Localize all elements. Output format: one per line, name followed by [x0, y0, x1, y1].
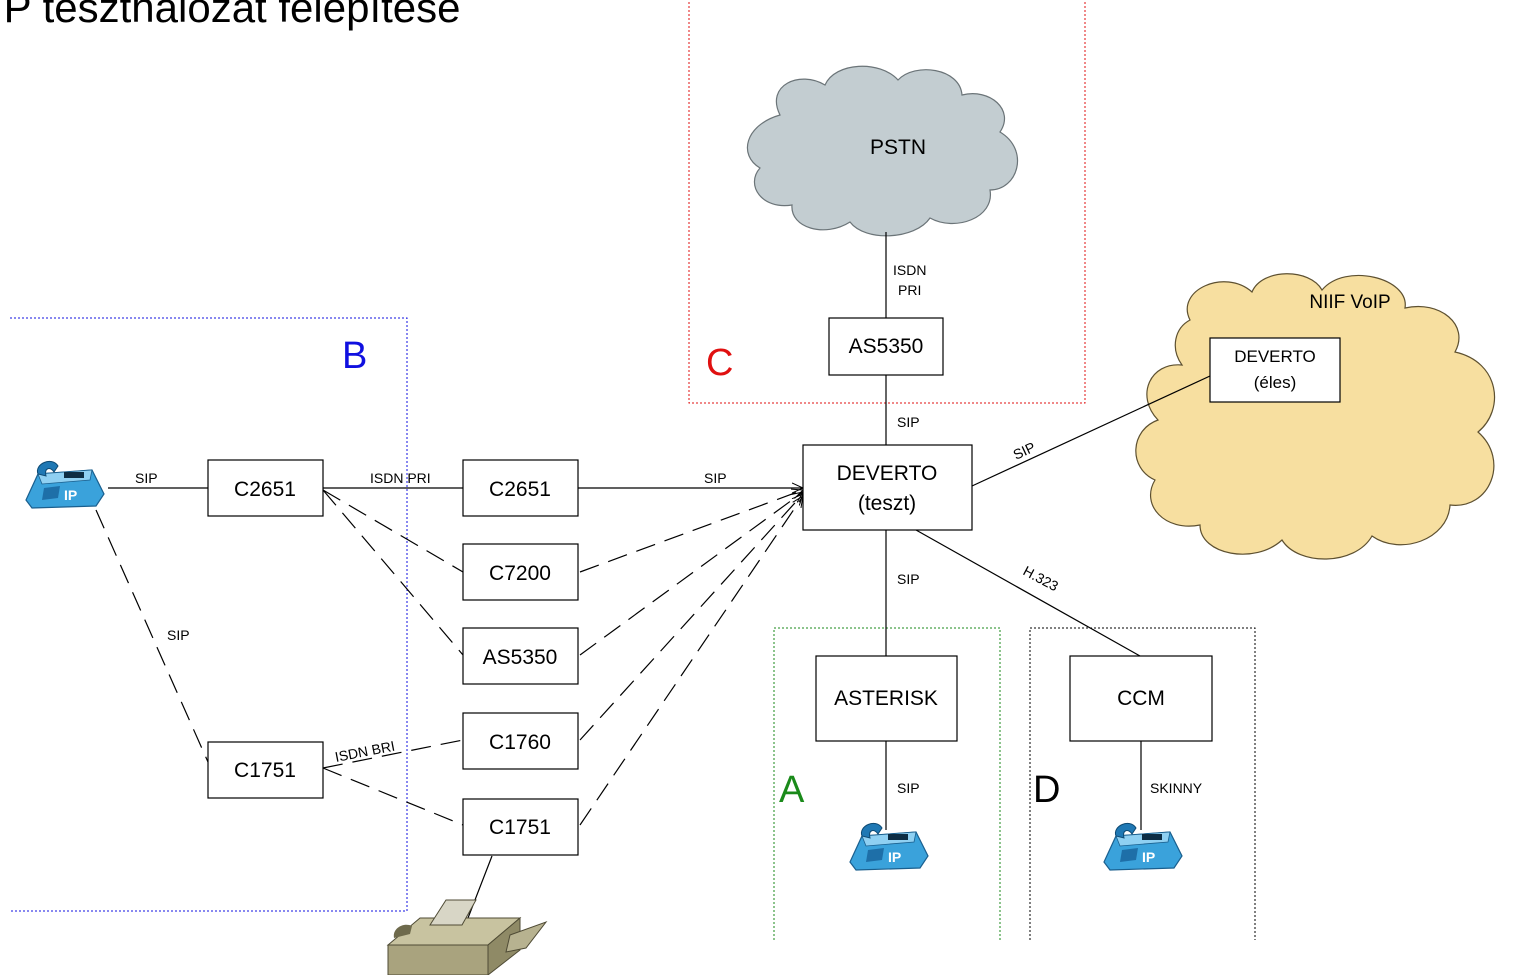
link-c7200-deverto	[579, 490, 803, 573]
pstn-label: PSTN	[870, 136, 926, 159]
node-c1751-mid: C1751	[462, 798, 579, 856]
svg-text:DEVERTO: DEVERTO	[837, 462, 938, 485]
node-ccm: CCM	[1069, 655, 1213, 742]
node-c1751-left: C1751	[207, 741, 324, 799]
label-isdn-bri: ISDN BRI	[334, 738, 397, 765]
svg-text:C7200: C7200	[489, 562, 551, 585]
node-as5350-top: AS5350	[828, 317, 944, 376]
fax-icon	[386, 899, 548, 975]
label-sip-as-deverto: SIP	[897, 414, 920, 430]
zone-a-border	[773, 627, 1001, 940]
link-phone-c1751	[95, 509, 209, 763]
niif-label: NIIF VoIP	[1309, 292, 1390, 313]
link-as5350-deverto-dashed	[579, 492, 803, 656]
label-isdn-pri-mid: ISDN PRI	[370, 470, 431, 486]
svg-text:AS5350: AS5350	[849, 335, 924, 358]
svg-text:CCM: CCM	[1117, 687, 1165, 710]
link-c1751-c1751	[322, 767, 464, 826]
label-isdn-pri-top-2: PRI	[898, 282, 921, 298]
svg-text:(éles): (éles)	[1254, 373, 1297, 392]
page-title: IP teszthálózat felépítése	[0, 0, 461, 31]
link-deverto-niif	[971, 375, 1211, 487]
label-skinny: SKINNY	[1150, 780, 1203, 796]
label-sip-phone-c1751: SIP	[167, 627, 190, 643]
label-h323: H.323	[1021, 563, 1062, 595]
pstn-cloud	[746, 65, 1018, 237]
svg-text:C1760: C1760	[489, 731, 551, 754]
ip-phone-icon	[849, 822, 929, 871]
zone-d-border	[1029, 627, 1256, 940]
node-c2651-left: C2651	[207, 459, 324, 517]
label-sip-phone-c2651: SIP	[135, 470, 158, 486]
ip-phone-icon	[1103, 822, 1183, 871]
node-as5350-mid: AS5350	[462, 627, 579, 685]
label-sip-deverto-asterisk: SIP	[897, 571, 920, 587]
node-deverto-live: DEVERTO (éles)	[1209, 337, 1341, 403]
svg-text:ASTERISK: ASTERISK	[834, 687, 938, 710]
niif-cloud	[1135, 273, 1496, 560]
ip-phone-icon	[25, 460, 105, 509]
node-asterisk: ASTERISK	[815, 655, 958, 742]
zone-b-border	[10, 317, 408, 912]
zone-d-label: D	[1033, 769, 1060, 811]
svg-text:(teszt): (teszt)	[858, 492, 916, 515]
link-c1751-deverto	[579, 496, 803, 826]
link-c1751-c1760	[322, 739, 464, 769]
svg-text:C1751: C1751	[234, 759, 296, 782]
link-c2651-as5350	[322, 489, 464, 656]
zone-a-label: A	[779, 769, 805, 811]
node-c7200: C7200	[462, 543, 579, 601]
label-sip-c2651-deverto: SIP	[704, 470, 727, 486]
node-deverto-test: DEVERTO (teszt)	[802, 444, 973, 531]
link-deverto-ccm	[915, 529, 1141, 657]
svg-text:C2651: C2651	[234, 478, 296, 501]
node-c1760: C1760	[462, 712, 579, 770]
link-c1760-deverto	[579, 494, 803, 741]
zone-b-label: B	[342, 335, 367, 377]
zone-c-label: C	[706, 342, 733, 384]
label-sip-asterisk-phone: SIP	[897, 780, 920, 796]
svg-text:C2651: C2651	[489, 478, 551, 501]
label-sip-deverto-niif: SIP	[1011, 439, 1038, 463]
node-c2651-mid: C2651	[462, 459, 579, 517]
label-isdn-pri-top-1: ISDN	[893, 262, 926, 278]
link-c2651-c7200	[322, 489, 464, 573]
svg-text:DEVERTO: DEVERTO	[1234, 347, 1316, 366]
svg-text:C1751: C1751	[489, 816, 551, 839]
svg-text:AS5350: AS5350	[483, 646, 558, 669]
